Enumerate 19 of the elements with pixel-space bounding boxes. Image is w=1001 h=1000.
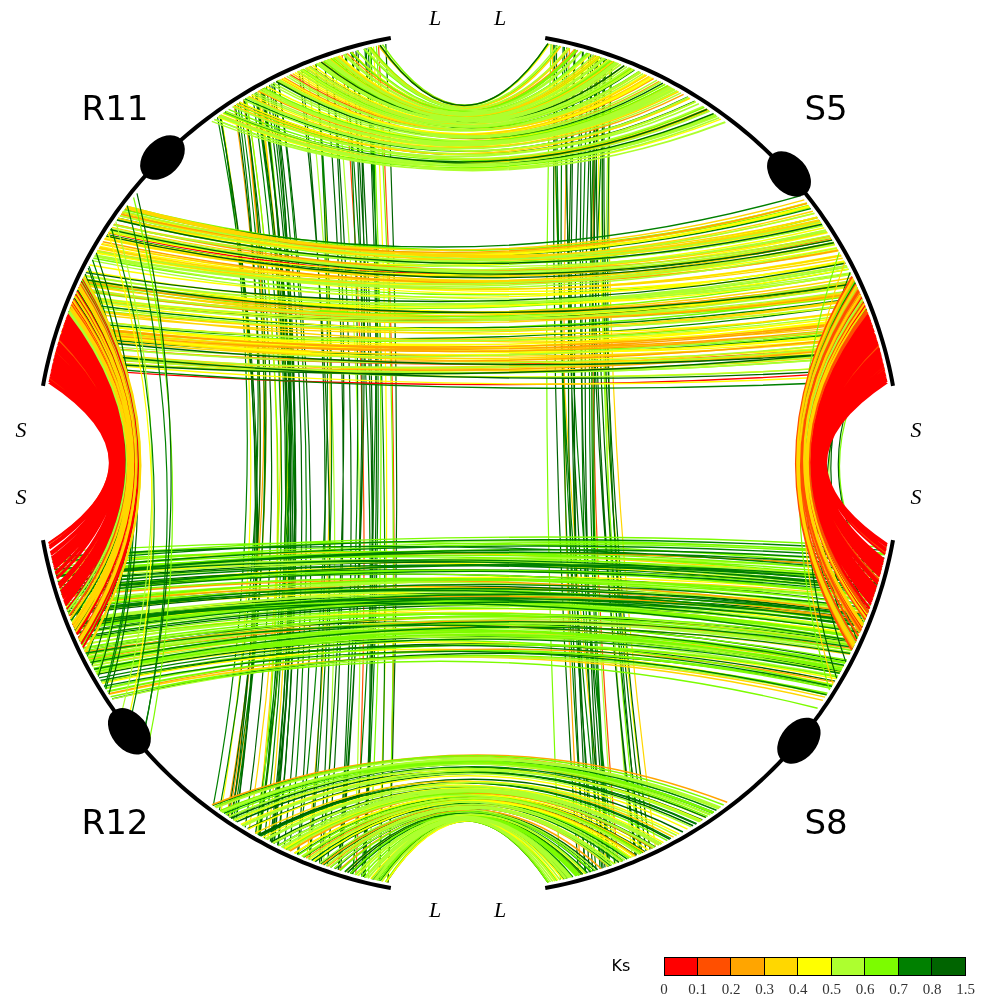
- arm-label: S: [15, 419, 27, 441]
- scale-tick-label: 0.2: [721, 981, 741, 997]
- legend-title: Ks: [611, 958, 631, 974]
- scale-tick-label: 0.3: [755, 981, 774, 997]
- scale-tick-label: 0.7: [889, 981, 908, 997]
- arm-label: L: [428, 899, 442, 921]
- arm-label: S: [15, 486, 27, 508]
- scale-tick-label: 0.4: [788, 981, 808, 997]
- scale-tick-label: 1.5: [956, 981, 975, 997]
- arm-label: L: [493, 899, 507, 921]
- scale-tick-label: 0.1: [688, 981, 707, 997]
- arm-label: L: [493, 7, 507, 29]
- scale-tick-label: 0.8: [922, 981, 942, 997]
- arm-label: S: [910, 419, 922, 441]
- scale-tick-label: 0.6: [855, 981, 875, 997]
- scale-tick-label: 0: [660, 981, 668, 997]
- arm-label: S: [910, 486, 922, 508]
- arm-label: L: [428, 7, 442, 29]
- scale-tick-label: 0.5: [822, 981, 841, 997]
